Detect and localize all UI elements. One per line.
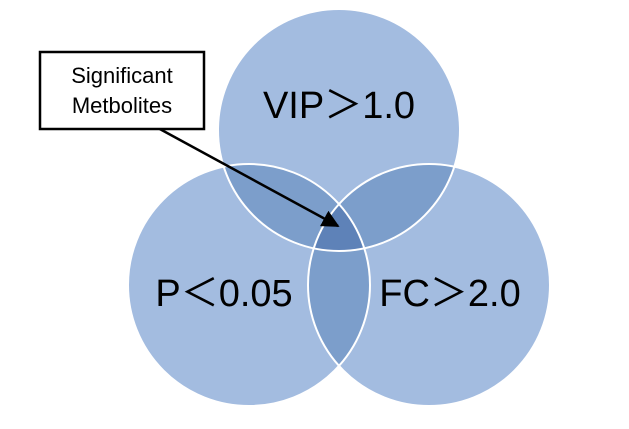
callout-arrow [157, 126, 340, 228]
label-p-value: P＜0.05 [155, 273, 292, 315]
circle-p-value-outline [127, 163, 371, 407]
label-fold-change: FC＞2.0 [379, 273, 520, 315]
circle-vip-outline [217, 8, 461, 252]
overlap-vip-fc [308, 164, 460, 251]
circle-fold-change-outline [307, 163, 551, 407]
overlap-vip-p [218, 164, 370, 251]
callout-line-1: Significant [71, 63, 173, 88]
callout-box [38, 50, 206, 131]
callout-line-2: Metbolites [72, 93, 172, 118]
label-vip: VIP＞1.0 [263, 85, 415, 127]
